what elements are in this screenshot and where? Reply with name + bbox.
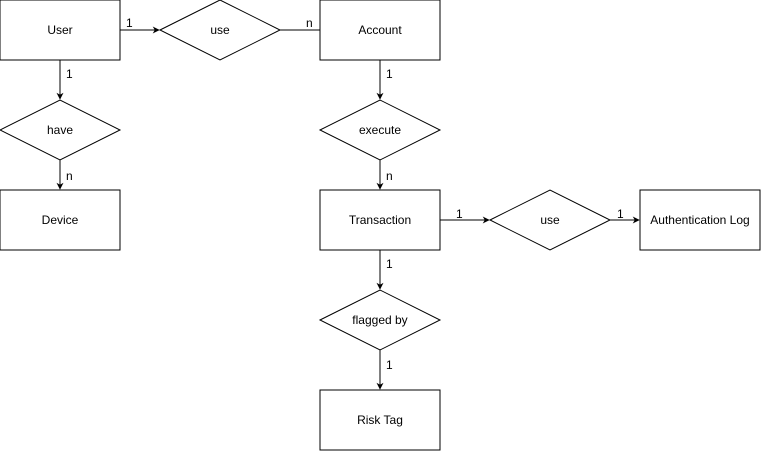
entity-label: Risk Tag [357,413,403,427]
relationship-have[interactable]: have [0,99,122,161]
entity-label: Account [358,23,402,37]
relationship-label: have [47,123,73,137]
cardinality-label: n [306,16,313,30]
cardinality-label: 1 [386,257,393,271]
relationship-use-user-account[interactable]: use [158,0,282,61]
entity-label: User [47,23,72,37]
relationship-label: execute [359,123,401,137]
relationship-use-transaction-authlog[interactable]: use [488,189,612,251]
entity-account[interactable]: Account [319,0,441,61]
relationship-label: use [540,213,560,227]
entity-label: Authentication Log [650,213,749,227]
relationship-execute[interactable]: execute [318,99,442,161]
entity-device[interactable]: Device [0,189,121,251]
cardinality-label: 1 [386,358,393,372]
relationship-flagged-by[interactable]: flagged by [318,289,442,351]
cardinality-label: 1 [66,67,73,81]
entity-transaction[interactable]: Transaction [319,189,441,251]
relationship-label: flagged by [352,313,407,327]
relationship-label: use [210,23,230,37]
cardinality-label: 1 [386,67,393,81]
cardinality-label: 1 [617,207,624,221]
cardinality-label: 1 [456,207,463,221]
cardinality-label: n [66,169,73,183]
entity-risk-tag[interactable]: Risk Tag [319,389,441,451]
entity-label: Device [42,213,79,227]
cardinality-label: n [386,169,393,183]
entity-label: Transaction [349,213,411,227]
cardinality-label: 1 [126,16,133,30]
entity-authentication-log[interactable]: Authentication Log [639,189,761,251]
entity-user[interactable]: User [0,0,121,61]
